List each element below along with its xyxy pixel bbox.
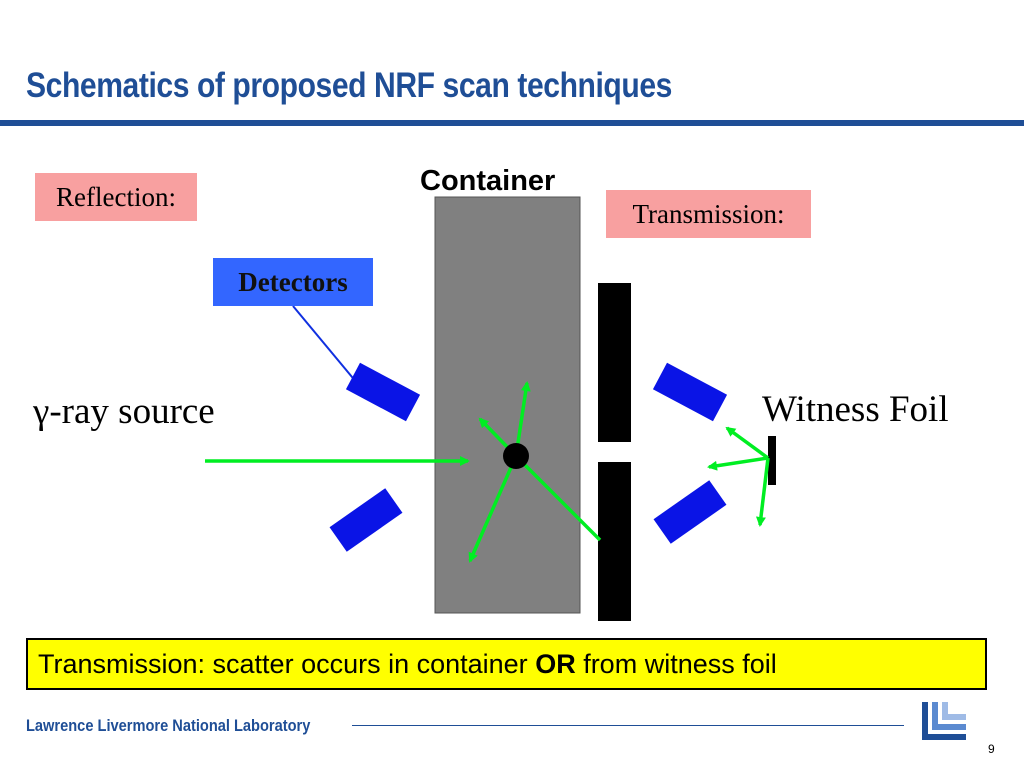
slide-title: Schematics of proposed NRF scan techniqu…: [26, 66, 672, 105]
note-text-after: from witness foil: [575, 649, 777, 679]
container-label: Container: [420, 165, 556, 197]
foil-ray-upper: [725, 426, 770, 460]
transmitted-ray: [514, 454, 602, 542]
witness-foil: [768, 436, 776, 485]
note-text-before: Transmission: scatter occurs in containe…: [38, 649, 536, 679]
reflection-label: Reflection:: [35, 173, 197, 221]
collimator-lower: [598, 462, 631, 621]
detector-pointer-line: [292, 305, 358, 384]
detector-reflection-lower: [329, 488, 403, 552]
note-emphasis: OR: [535, 649, 576, 679]
footer-organization: Lawrence Livermore National Laboratory: [26, 716, 311, 735]
footer-divider: [352, 725, 904, 726]
detector-transmission-lower: [653, 480, 727, 544]
transmission-label: Transmission:: [606, 190, 811, 238]
foil-ray-left: [707, 456, 769, 471]
container-block: [434, 196, 581, 614]
llnl-logo-icon: [922, 702, 966, 740]
transmission-note: Transmission: scatter occurs in containe…: [26, 638, 987, 690]
scatter-ray-lower-left: [468, 455, 518, 563]
foil-ray-lower: [755, 457, 770, 527]
page-number: 9: [988, 742, 995, 756]
collimator-upper: [598, 283, 631, 442]
detector-transmission-upper: [652, 362, 728, 422]
witness-foil-label: Witness Foil: [762, 389, 949, 430]
title-divider: [0, 120, 1024, 126]
nrf-schematic: [205, 196, 776, 621]
detector-reflection-upper: [345, 362, 421, 422]
scatter-point: [503, 443, 529, 469]
detectors-label: Detectors: [213, 258, 373, 306]
gamma-source-label: γ-ray source: [33, 391, 215, 432]
